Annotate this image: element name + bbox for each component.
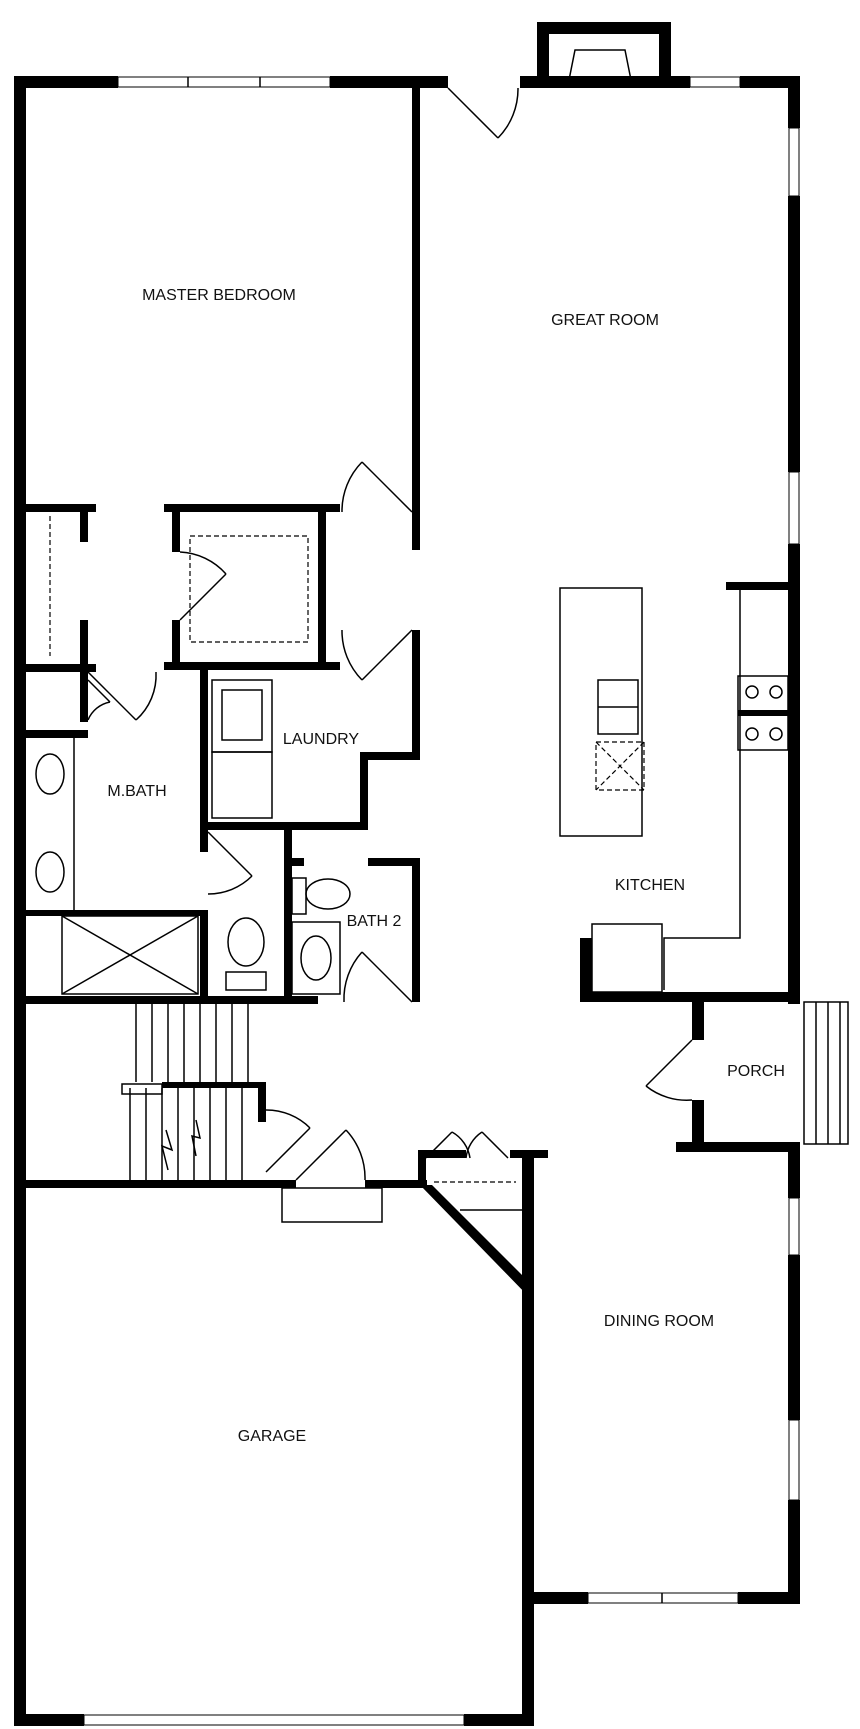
room-labels: MASTER BEDROOM GREAT ROOM LAUNDRY M.BATH… bbox=[107, 287, 785, 1445]
label-laundry: LAUNDRY bbox=[283, 731, 360, 748]
staircase bbox=[121, 1004, 249, 1180]
diagonal-wall bbox=[420, 1185, 530, 1298]
label-kitchen: KITCHEN bbox=[615, 877, 685, 894]
refrigerator bbox=[591, 923, 663, 993]
toilet bbox=[227, 917, 265, 967]
porch-steps bbox=[803, 1001, 849, 1145]
kitchen-counter bbox=[663, 590, 741, 990]
fireplace bbox=[567, 49, 633, 86]
doors bbox=[87, 87, 693, 1223]
exterior-walls bbox=[14, 22, 800, 1726]
label-master-bedroom: MASTER BEDROOM bbox=[142, 287, 296, 304]
windows bbox=[83, 76, 800, 1726]
label-porch: PORCH bbox=[727, 1063, 785, 1080]
kitchen-island bbox=[559, 587, 643, 837]
washer bbox=[211, 679, 273, 753]
fixtures bbox=[35, 516, 849, 1183]
label-dining-room: DINING ROOM bbox=[604, 1313, 714, 1330]
label-great-room: GREAT ROOM bbox=[551, 312, 659, 329]
shower bbox=[61, 915, 199, 995]
label-garage: GARAGE bbox=[238, 1428, 306, 1445]
label-master-bath: M.BATH bbox=[107, 783, 166, 800]
sink-2 bbox=[35, 851, 65, 893]
toilet-2 bbox=[305, 878, 351, 910]
sink-1 bbox=[35, 753, 65, 795]
interior-walls bbox=[26, 88, 800, 1190]
dryer bbox=[211, 751, 273, 819]
label-bath-2: BATH 2 bbox=[347, 913, 402, 930]
